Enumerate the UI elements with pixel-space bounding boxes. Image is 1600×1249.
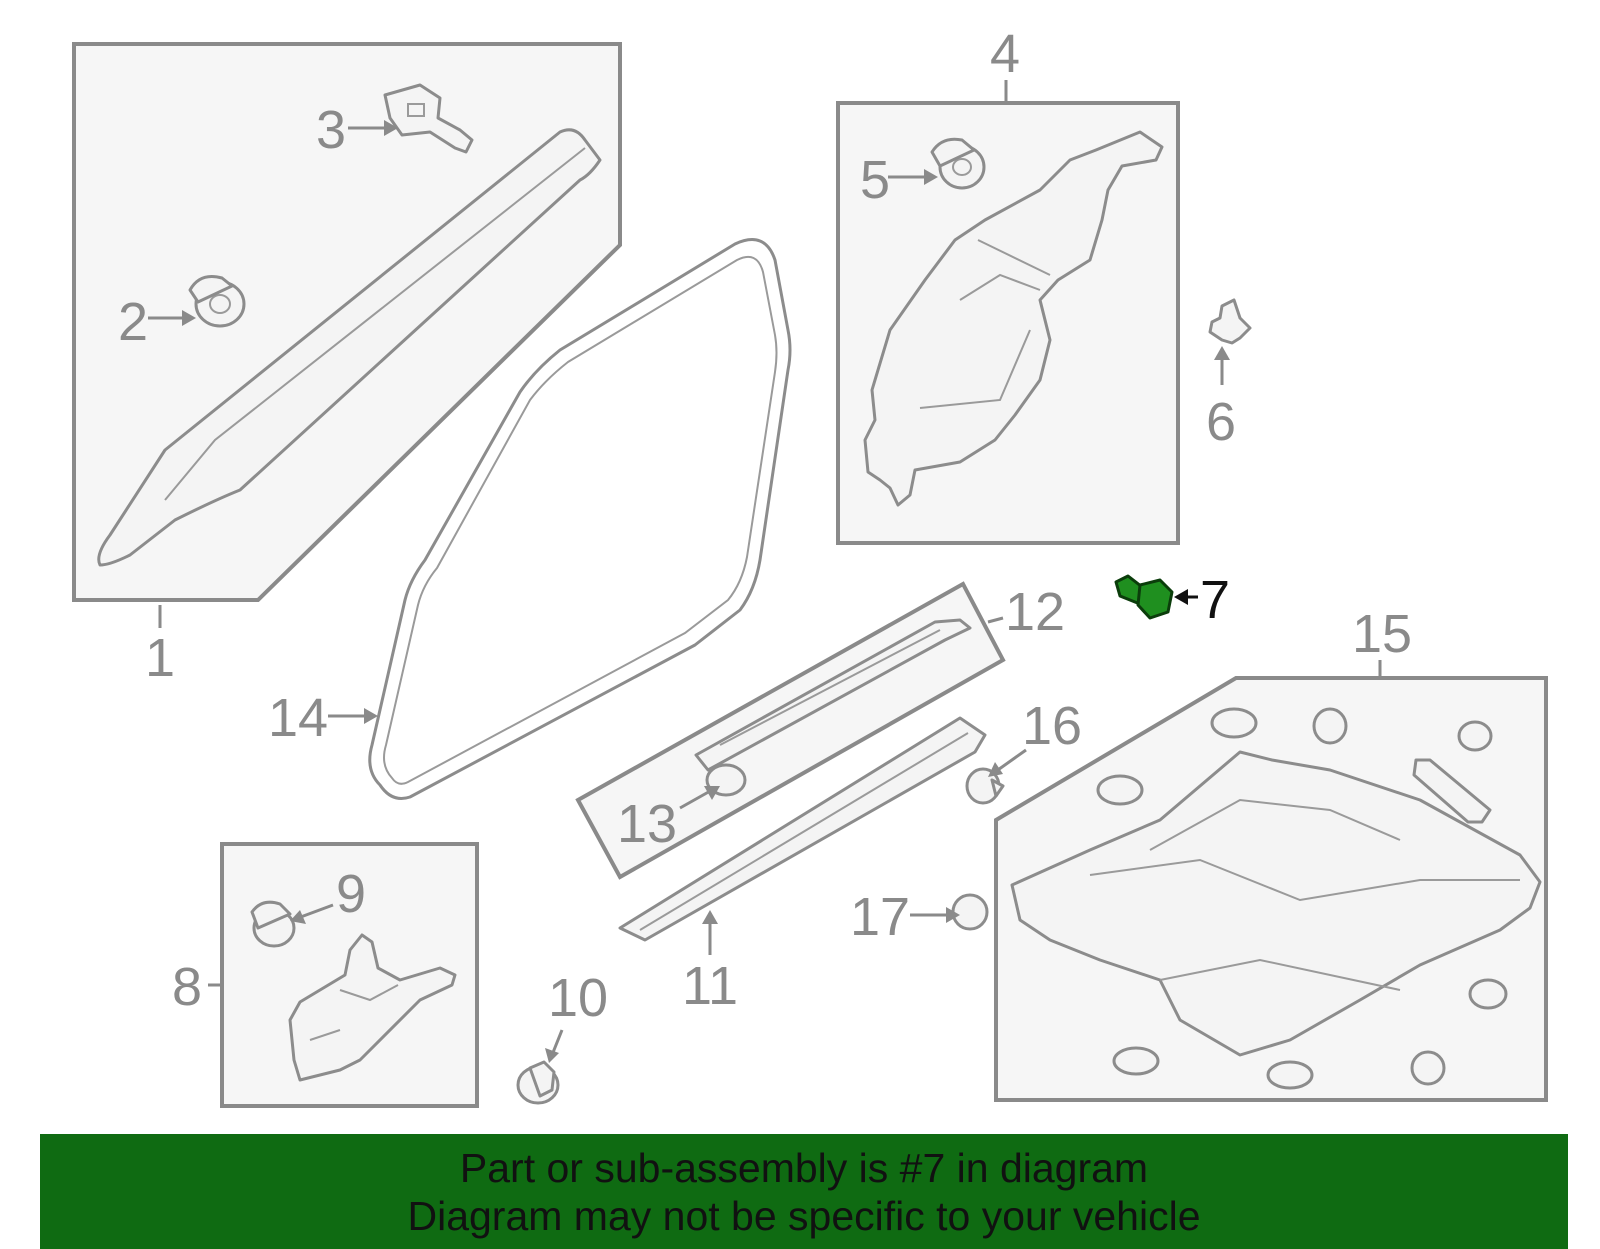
callout-17: 17 — [850, 887, 910, 947]
callout-6: 6 — [1206, 392, 1236, 452]
callout-12: 12 — [1005, 582, 1065, 642]
lower-trim-detail — [309, 984, 399, 1041]
callout-9: 9 — [336, 864, 366, 924]
callout-13: 13 — [617, 794, 677, 854]
floor-carpet-detail — [1089, 798, 1520, 991]
clip-part-6 — [1208, 298, 1252, 345]
leader-lines — [148, 80, 1382, 1063]
callout-10: 10 — [548, 968, 608, 1028]
pillar-trim-detail — [164, 147, 586, 501]
callout-14: 14 — [268, 688, 328, 748]
clip-part-16 — [965, 767, 1005, 805]
banner-line-2: Diagram may not be specific to your vehi… — [407, 1193, 1201, 1239]
scuff-plate-part-11 — [618, 716, 987, 942]
callout-7: 7 — [1200, 570, 1230, 630]
callout-2: 2 — [118, 292, 148, 352]
pillar-trim-part-1 — [97, 128, 602, 567]
callout-5: 5 — [860, 150, 890, 210]
callout-3: 3 — [316, 100, 346, 160]
banner-line-1: Part or sub-assembly is #7 in diagram — [459, 1145, 1149, 1191]
quarter-trim-part-4 — [863, 130, 1164, 507]
clip-part-9 — [250, 900, 296, 948]
bracket-part-3 — [383, 83, 474, 154]
lower-trim-part-8 — [288, 933, 457, 1082]
callout-4: 4 — [990, 24, 1020, 84]
notice-banner: Part or sub-assembly is #7 in diagram Di… — [40, 1134, 1568, 1249]
callout-11: 11 — [682, 956, 738, 1016]
scuff-plate-detail — [639, 732, 969, 931]
callout-16: 16 — [1022, 696, 1082, 756]
callout-15: 15 — [1352, 604, 1412, 664]
sill-plate-part-12 — [694, 618, 972, 772]
sill-plate-detail — [719, 629, 941, 746]
quarter-trim-detail — [919, 239, 1051, 409]
clip-part-5 — [930, 137, 986, 190]
floor-carpet-part-15 — [1010, 750, 1542, 1057]
clip-part-10 — [516, 1060, 560, 1105]
weatherstrip-part-14 — [368, 238, 792, 800]
carpet-clips-group — [1096, 707, 1508, 1090]
clip-part-2 — [188, 275, 246, 328]
callout-8: 8 — [172, 957, 202, 1017]
clip-part-17 — [951, 893, 989, 931]
callout-1: 1 — [145, 628, 175, 688]
weatherstrip-inner — [383, 256, 778, 785]
bolt-part-7-highlighted — [1114, 574, 1174, 620]
